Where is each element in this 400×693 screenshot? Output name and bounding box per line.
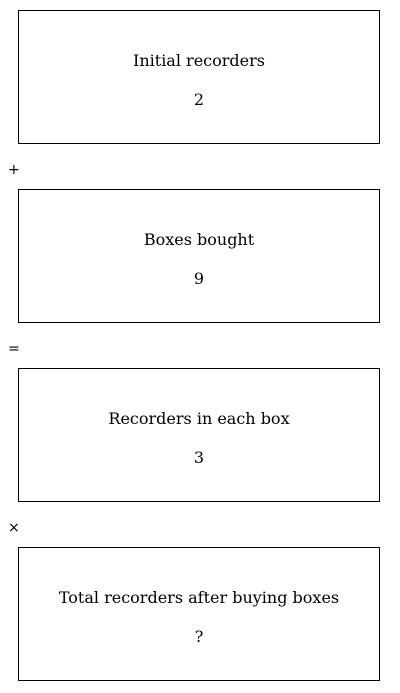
recorders-per-box-value: 3 [193, 448, 205, 467]
plus-operator: + [8, 162, 20, 178]
total-recorders-value: ? [194, 627, 204, 646]
total-recorders-label: Total recorders after buying boxes [58, 588, 340, 607]
total-recorders-box: Total recorders after buying boxes ? [18, 547, 380, 681]
times-operator: × [8, 520, 20, 536]
initial-recorders-box: Initial recorders 2 [18, 10, 380, 144]
boxes-bought-label: Boxes bought [143, 230, 255, 249]
equals-operator: = [8, 341, 20, 357]
recorders-per-box-label: Recorders in each box [108, 409, 290, 428]
initial-recorders-label: Initial recorders [133, 51, 265, 70]
recorders-per-box-box: Recorders in each box 3 [18, 368, 380, 502]
boxes-bought-value: 9 [193, 269, 205, 288]
initial-recorders-value: 2 [193, 90, 205, 109]
boxes-bought-box: Boxes bought 9 [18, 189, 380, 323]
